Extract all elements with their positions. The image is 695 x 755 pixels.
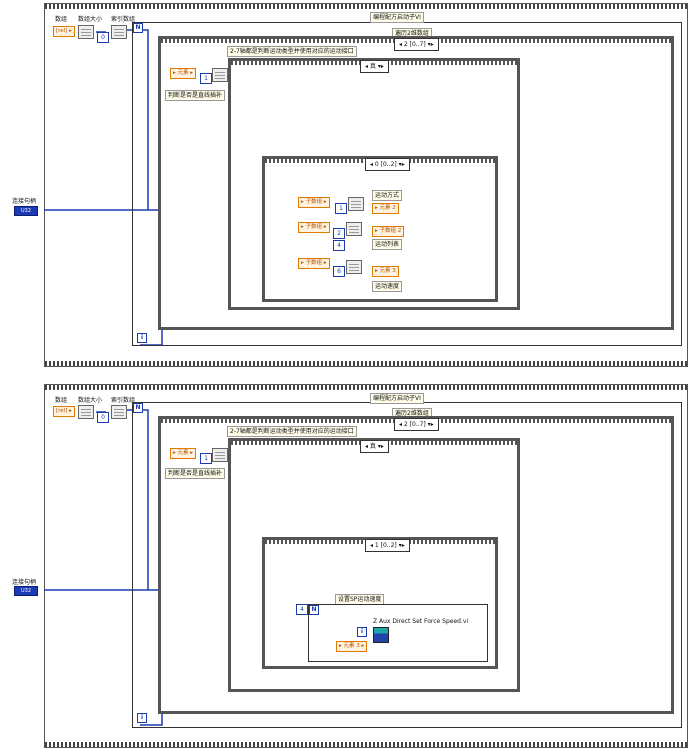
array-size-node[interactable]	[78, 405, 94, 419]
subarray-constant-2[interactable]: ▸ 子数组 ▸	[298, 222, 330, 233]
n-terminal[interactable]: N	[133, 403, 143, 413]
element-constant[interactable]: ▸ 元素 ▸	[170, 68, 197, 79]
main-title: 编程配方启动子VI	[370, 12, 424, 23]
index-node-3[interactable]	[346, 260, 362, 274]
subarray-constant-3[interactable]: ▸ 子数组 ▸	[298, 258, 330, 269]
one-constant[interactable]: 1	[200, 73, 212, 84]
motion-mode-label: 运动方式	[372, 190, 403, 201]
vi-name: Z Aux Direct Set Force Speed.vi	[373, 618, 469, 625]
n-terminal[interactable]: N	[133, 23, 143, 33]
i-terminal: i	[137, 333, 147, 343]
inner-i-terminal: i	[357, 627, 367, 637]
array-label: 数组	[55, 397, 68, 404]
top-diagram: 数组 数组大小 索引数组 [rel] ▸ 0 N 编程配方启动子VI 遍历2维数…	[0, 0, 695, 370]
true-case-selector[interactable]: ◂ 真 ▾▸	[360, 440, 389, 453]
section-label: 2-7轴都是判断运动类型并使用对应的运动接口	[227, 426, 357, 437]
zero-constant[interactable]: 0	[97, 412, 109, 423]
index-array-label: 索引数组	[111, 397, 136, 404]
subarray-node[interactable]	[346, 222, 362, 236]
subarray2-output[interactable]: ▸ 子数组 2	[372, 226, 405, 237]
set-force-speed-vi-icon[interactable]	[373, 627, 389, 643]
connection-label: 连接句柄	[12, 198, 37, 205]
element3-output[interactable]: ▸ 元素 3	[372, 266, 399, 277]
compare-node[interactable]	[212, 68, 228, 82]
zero-constant[interactable]: 0	[97, 32, 109, 43]
compare-node[interactable]	[212, 448, 228, 462]
connection-label: 连接句柄	[12, 579, 37, 586]
inner-n-terminal[interactable]: N	[309, 605, 319, 615]
index-array-node[interactable]	[111, 405, 127, 419]
inner-for-loop[interactable]	[308, 604, 488, 662]
element2-output[interactable]: ▸ 元素 2	[372, 203, 399, 214]
outer-case-selector[interactable]: ◂ 2 [0..7] ▾▸	[394, 418, 439, 431]
connection-handle-control[interactable]: U32	[14, 586, 38, 596]
array-size-label: 数组大小	[78, 16, 103, 23]
array-label: 数组	[55, 16, 68, 23]
array-constant[interactable]: [rel] ▸	[53, 406, 75, 417]
outer-case-selector[interactable]: ◂ 2 [0..7] ▾▸	[394, 38, 439, 51]
bottom-diagram: 数组 数组大小 索引数组 [rel] ▸ 0 N 编程配方启动子VI 遍历2维数…	[0, 380, 695, 755]
check-label: 判断是否是直线插补	[165, 90, 226, 101]
connection-handle-control[interactable]: U32	[14, 206, 38, 216]
array-size-node[interactable]	[78, 25, 94, 39]
array-size-label: 数组大小	[78, 397, 103, 404]
element3-constant[interactable]: ▸ 元素 3 ▸	[336, 641, 368, 652]
n-constant[interactable]: 4	[296, 604, 308, 615]
motion-speed-label: 运动速度	[372, 281, 403, 292]
section-label: 2-7轴都是判断运动类型并使用对应的运动接口	[227, 46, 357, 57]
subarray-constant-1[interactable]: ▸ 子数组 ▸	[298, 197, 330, 208]
motion-list-label: 运动列表	[372, 239, 403, 250]
index-array-label: 索引数组	[111, 16, 136, 23]
array-constant[interactable]: [rel] ▸	[53, 26, 75, 37]
check-label: 判断是否是直线插补	[165, 468, 226, 479]
inner-case-selector[interactable]: ◂ 0 [0..2] ▾▸	[365, 158, 410, 171]
element-constant[interactable]: ▸ 元素 ▸	[170, 448, 197, 459]
const-2[interactable]: 2	[333, 228, 345, 239]
index-array-node[interactable]	[111, 25, 127, 39]
main-title: 编程配方启动子VI	[370, 393, 424, 404]
i-terminal: i	[137, 713, 147, 723]
one-constant[interactable]: 1	[200, 453, 212, 464]
const-4[interactable]: 4	[333, 240, 345, 251]
true-case-selector[interactable]: ◂ 真 ▾▸	[360, 60, 389, 73]
inner-case-selector[interactable]: ◂ 1 [0..2] ▾▸	[365, 539, 410, 552]
const-6[interactable]: 6	[333, 266, 345, 277]
const-1[interactable]: 1	[335, 203, 347, 214]
index-node-1[interactable]	[348, 197, 364, 211]
